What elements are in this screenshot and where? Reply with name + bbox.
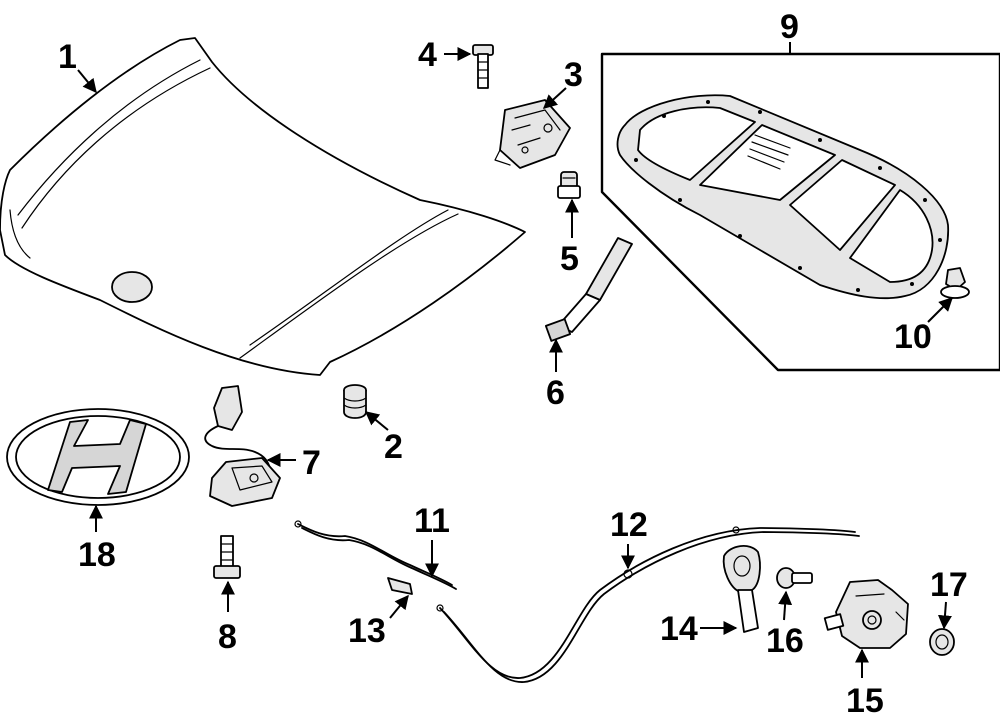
hood-panel bbox=[0, 37, 526, 376]
callout-3: 3 bbox=[564, 56, 583, 94]
hood-insulator-9 bbox=[600, 52, 1000, 372]
callout-8: 8 bbox=[218, 618, 237, 656]
callout-15: 15 bbox=[846, 682, 884, 720]
hood-hinge-3 bbox=[494, 99, 571, 169]
callout-7: 7 bbox=[302, 444, 321, 482]
callout-17: 17 bbox=[930, 566, 968, 604]
leader-lines bbox=[77, 42, 953, 678]
bolt-4 bbox=[472, 44, 494, 89]
hood-latch-7 bbox=[204, 385, 281, 507]
bump-stop-5 bbox=[557, 171, 581, 199]
callout-13: 13 bbox=[348, 612, 386, 650]
grommet-17 bbox=[929, 628, 955, 656]
callout-16: 16 bbox=[766, 622, 804, 660]
callout-10: 10 bbox=[894, 318, 932, 356]
callout-5: 5 bbox=[560, 240, 579, 278]
clip-10 bbox=[940, 267, 970, 299]
callout-11: 11 bbox=[414, 502, 450, 540]
callout-4: 4 bbox=[418, 36, 437, 74]
callout-2: 2 bbox=[384, 428, 403, 466]
screw-16 bbox=[776, 567, 813, 589]
clip-13 bbox=[387, 577, 413, 595]
bumper-2 bbox=[343, 384, 367, 419]
callout-18: 18 bbox=[78, 536, 116, 574]
callout-6: 6 bbox=[546, 374, 565, 412]
release-cable-12 bbox=[436, 526, 860, 683]
lift-support-6 bbox=[544, 237, 633, 342]
release-handle-14 bbox=[722, 545, 761, 633]
callout-1: 1 bbox=[58, 38, 77, 76]
callout-12: 12 bbox=[610, 506, 648, 544]
emblem-18 bbox=[6, 408, 190, 506]
callout-labels: 1 2 3 4 5 6 7 8 9 10 11 12 13 14 15 16 1… bbox=[58, 8, 968, 720]
callout-14: 14 bbox=[660, 610, 698, 648]
lock-assembly-15 bbox=[823, 579, 909, 649]
bolt-8 bbox=[213, 535, 241, 579]
callout-9: 9 bbox=[780, 8, 799, 46]
